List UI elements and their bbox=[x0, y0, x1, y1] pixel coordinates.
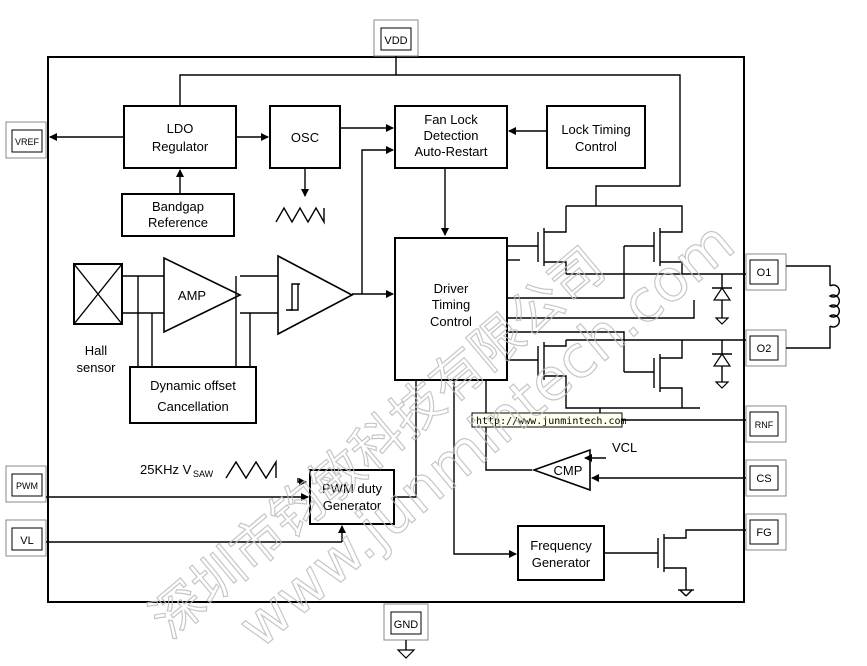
svg-text:Dynamic offset: Dynamic offset bbox=[150, 378, 236, 393]
cmp-wiring: VCL bbox=[485, 380, 746, 482]
pin-fg-label: FG bbox=[756, 527, 771, 539]
frequency-generator-block: Frequency Generator bbox=[517, 525, 605, 581]
pin-o1: O1 bbox=[745, 253, 787, 291]
hall-label-line1: Hall bbox=[85, 343, 108, 358]
svg-text:Cancellation: Cancellation bbox=[157, 399, 229, 414]
h-bridge bbox=[507, 205, 746, 421]
pin-cs: CS bbox=[745, 459, 787, 497]
svg-text:Fan Lock: Fan Lock bbox=[424, 112, 478, 127]
pin-vdd: VDD bbox=[373, 19, 419, 57]
svg-text:25KHz V: 25KHz V bbox=[140, 462, 192, 477]
svg-text:Regulator: Regulator bbox=[152, 139, 209, 154]
pin-o1-label: O1 bbox=[757, 267, 772, 279]
svg-text:LDO: LDO bbox=[167, 121, 194, 136]
ldo-regulator-block: LDO Regulator bbox=[123, 105, 237, 169]
hall-sensor-symbol bbox=[73, 263, 123, 325]
svg-text:Driver: Driver bbox=[434, 281, 469, 296]
pin-o2: O2 bbox=[745, 329, 787, 367]
svg-text:Lock Timing: Lock Timing bbox=[561, 122, 630, 137]
fan-lock-detection-block: Fan Lock Detection Auto-Restart bbox=[394, 105, 508, 169]
pin-rnf-label: RNF bbox=[755, 420, 774, 430]
pin-vref-label: VREF bbox=[15, 137, 40, 147]
dynamic-offset-block: Dynamic offset Cancellation bbox=[129, 366, 257, 424]
svg-text:OSC: OSC bbox=[291, 130, 319, 145]
vcl-label: VCL bbox=[612, 440, 637, 455]
lock-timing-control-block: Lock Timing Control bbox=[546, 105, 646, 169]
cmp-block: CMP bbox=[531, 448, 591, 492]
svg-text:Auto-Restart: Auto-Restart bbox=[415, 144, 488, 159]
driver-timing-control-block: Driver Timing Control bbox=[394, 237, 508, 381]
pin-vl-label: VL bbox=[20, 535, 33, 547]
motor-coil bbox=[786, 265, 840, 349]
svg-text:AMP: AMP bbox=[178, 288, 206, 303]
schmitt-comparator bbox=[277, 254, 394, 336]
svg-text:http://www.junmintech.com: http://www.junmintech.com bbox=[476, 416, 627, 427]
svg-text:CMP: CMP bbox=[554, 463, 583, 478]
pin-vdd-label: VDD bbox=[384, 35, 407, 47]
pin-cs-label: CS bbox=[756, 473, 771, 485]
pin-vref: VREF bbox=[5, 121, 47, 159]
svg-text:Frequency: Frequency bbox=[530, 538, 592, 553]
pin-o2-label: O2 bbox=[757, 343, 772, 355]
osc-block: OSC bbox=[269, 105, 341, 169]
hall-label-line2: sensor bbox=[76, 360, 116, 375]
amp-block: AMP bbox=[163, 256, 242, 334]
hall-amp-wiring bbox=[122, 275, 278, 367]
svg-text:Bandgap: Bandgap bbox=[152, 199, 204, 214]
svg-text:Detection: Detection bbox=[424, 128, 479, 143]
svg-text:Timing: Timing bbox=[432, 297, 471, 312]
pwm-wiring bbox=[46, 380, 417, 543]
svg-text:Reference: Reference bbox=[148, 215, 208, 230]
pin-pwm: PWM bbox=[5, 465, 47, 503]
bandgap-reference-block: Bandgap Reference bbox=[121, 193, 235, 237]
saw-label: 25KHz V SAW bbox=[140, 459, 307, 486]
svg-text:PWM duty: PWM duty bbox=[322, 481, 382, 496]
svg-text:Control: Control bbox=[575, 139, 617, 154]
pin-rnf: RNF bbox=[745, 405, 787, 443]
svg-text:Generator: Generator bbox=[532, 555, 591, 570]
pin-gnd: GND bbox=[383, 603, 429, 641]
pin-vl: VL bbox=[5, 519, 47, 557]
pin-fg: FG bbox=[745, 513, 787, 551]
top-wiring bbox=[49, 56, 681, 294]
gnd-symbol bbox=[396, 640, 416, 659]
url-tag: http://www.junmintech.com bbox=[471, 412, 627, 428]
svg-text:SAW: SAW bbox=[193, 469, 214, 479]
freq-wiring bbox=[453, 380, 746, 597]
pin-pwm-label: PWM bbox=[16, 481, 38, 491]
pin-gnd-label: GND bbox=[394, 619, 419, 631]
svg-text:Control: Control bbox=[430, 314, 472, 329]
svg-text:Generator: Generator bbox=[323, 498, 382, 513]
